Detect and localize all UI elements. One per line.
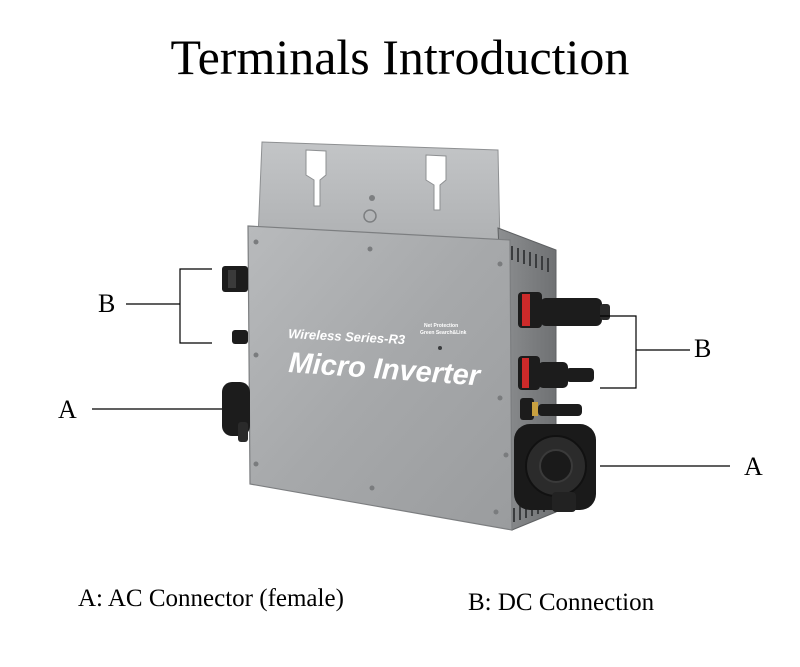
callout-b-left: B <box>98 289 116 318</box>
status-led <box>438 346 442 350</box>
callout-a-right: A <box>744 452 763 481</box>
indicator-label-1: Net Protection <box>424 323 458 329</box>
top-vents <box>511 246 549 272</box>
legend-ac-connector: A: AC Connector (female) <box>78 585 344 612</box>
b-left-bracket <box>179 268 212 344</box>
callout-a-left: A <box>58 395 77 424</box>
left-dc-connectors <box>222 266 248 344</box>
b-right-bracket <box>600 315 637 389</box>
left-ac-connector <box>222 382 250 442</box>
right-dc-connectors <box>518 292 610 420</box>
right-ac-connector <box>514 424 596 512</box>
callout-b-right: B <box>694 334 712 363</box>
series-label: Wireless Series-R3 <box>288 326 406 347</box>
front-panel <box>247 225 513 531</box>
leader-lines <box>92 268 730 467</box>
indicator-label-2: Green Search&Link <box>420 330 467 336</box>
page-title: Terminals Introduction <box>170 29 630 85</box>
legend-dc-connection: B: DC Connection <box>468 589 655 616</box>
panel-screws <box>253 239 509 515</box>
